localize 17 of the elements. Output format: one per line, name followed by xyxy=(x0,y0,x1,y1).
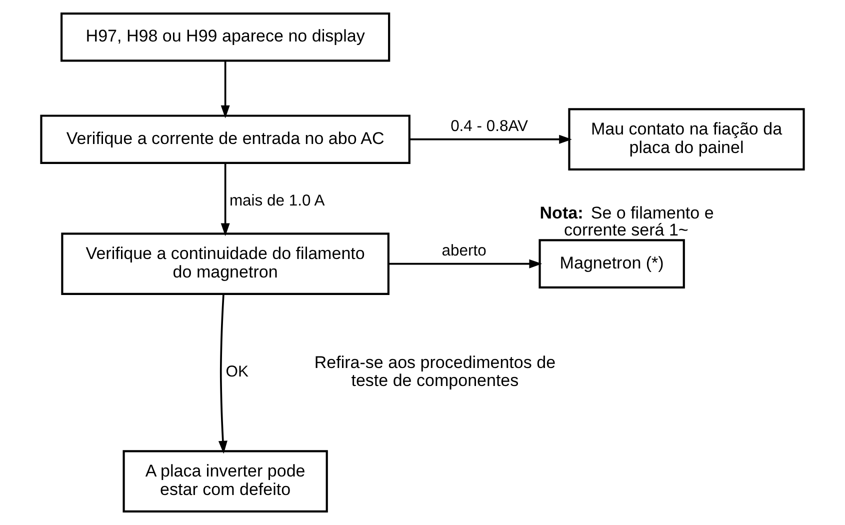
edge-label: mais de 1.0 A xyxy=(229,192,325,210)
node-box: Mau contato na fiação da placa do painel xyxy=(568,108,805,171)
arrow xyxy=(220,163,230,236)
node-box: H97, H98 ou H99 aparece no display xyxy=(60,12,390,62)
node-box: A placa inverter pode estar com defeito xyxy=(122,450,328,512)
node-box: Magnetron (*) xyxy=(538,239,685,288)
edge-label: OK xyxy=(226,364,248,381)
node-label: Nota: Se o filamento e corrente será 1~ xyxy=(540,203,714,240)
arrow xyxy=(410,134,572,144)
node-box: Verifique a corrente de entrada no abo AC xyxy=(40,114,410,164)
edge-label: aberto xyxy=(442,242,486,260)
node-box: Verifique a continuidade do filamento do magnetron xyxy=(61,232,390,295)
arrow xyxy=(218,294,228,454)
edge-label: 0.4 - 0.8AV xyxy=(450,118,528,135)
arrow xyxy=(388,259,542,268)
label: Refira-se aos procedimentos de teste de componentes xyxy=(314,352,556,390)
arrow xyxy=(220,61,230,118)
